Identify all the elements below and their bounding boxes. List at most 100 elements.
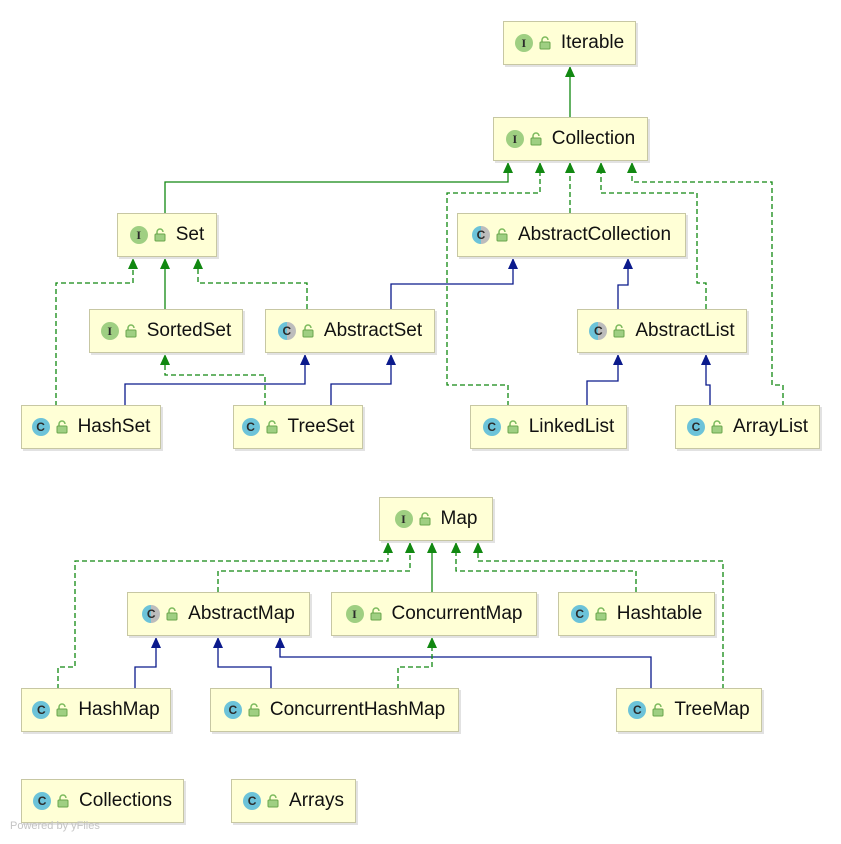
arrowhead — [565, 66, 575, 77]
node-set[interactable]: I Set — [117, 213, 217, 257]
node-label: ArrayList — [733, 416, 808, 437]
edge-set-collection — [164, 162, 509, 213]
node-label: SortedSet — [146, 320, 232, 341]
class-icon: C — [241, 418, 260, 436]
arrowhead — [427, 542, 437, 553]
edge-abstractmap-map — [217, 542, 411, 592]
arrowhead — [627, 162, 637, 173]
edge-arraylist-collection — [631, 162, 784, 406]
arrowhead — [386, 354, 396, 365]
public-lock-icon — [370, 607, 382, 621]
node-hashset[interactable]: C HashSet — [21, 405, 161, 449]
node-concurrenthashmap[interactable]: C ConcurrentHashMap — [210, 688, 459, 732]
public-lock-icon — [496, 228, 508, 242]
node-label: Collection — [551, 128, 636, 149]
public-lock-icon — [248, 703, 260, 717]
node-label: LinkedList — [528, 416, 615, 437]
abstract-class-icon: C — [142, 605, 161, 623]
class-icon: C — [31, 418, 50, 436]
node-label: ConcurrentMap — [391, 603, 523, 624]
interface-icon: I — [345, 605, 364, 623]
public-lock-icon — [154, 228, 166, 242]
interface-icon: I — [514, 34, 533, 52]
edge-hashmap-abstractmap — [134, 637, 157, 689]
public-lock-icon — [56, 420, 68, 434]
arrowhead — [565, 162, 575, 173]
node-label: Set — [175, 224, 205, 245]
footer-credit: Powered by yFiles — [10, 820, 100, 832]
node-label: Map — [440, 508, 478, 529]
arrowhead — [160, 354, 170, 365]
arrowhead — [405, 542, 415, 553]
interface-icon: I — [129, 226, 148, 244]
public-lock-icon — [125, 324, 137, 338]
edge-abstractset-abstractcollection — [390, 258, 514, 309]
node-label: TreeMap — [674, 699, 750, 720]
abstract-class-icon: C — [471, 226, 490, 244]
interface-icon: I — [100, 322, 119, 340]
public-lock-icon — [530, 132, 542, 146]
node-abstractmap[interactable]: C AbstractMap — [127, 592, 310, 636]
edge-treemap-abstractmap — [279, 637, 652, 689]
public-lock-icon — [595, 607, 607, 621]
edge-treeset-sortedset — [164, 354, 266, 406]
node-label: AbstractMap — [188, 603, 295, 624]
public-lock-icon — [711, 420, 723, 434]
arrowhead — [623, 258, 633, 269]
node-sortedset[interactable]: I SortedSet — [89, 309, 243, 353]
arrowhead — [535, 162, 545, 173]
public-lock-icon — [652, 703, 664, 717]
arrowhead — [193, 258, 203, 269]
node-linkedlist[interactable]: C LinkedList — [470, 405, 627, 449]
arrowhead — [383, 542, 393, 553]
class-icon: C — [32, 701, 51, 719]
edge-abstractset-set — [197, 258, 308, 309]
edge-arraylist-abstractlist — [705, 354, 711, 406]
class-icon: C — [482, 418, 501, 436]
arrowhead — [508, 258, 518, 269]
arrowhead — [701, 354, 711, 365]
edge-concurrenthashmap-concurrentmap — [397, 637, 433, 689]
node-label: Hashtable — [616, 603, 703, 624]
node-label: AbstractList — [635, 320, 735, 341]
arrowhead — [213, 637, 223, 648]
node-label: ConcurrentHashMap — [269, 699, 446, 720]
node-label: AbstractSet — [323, 320, 423, 341]
arrowhead — [427, 637, 437, 648]
public-lock-icon — [302, 324, 314, 338]
class-icon: C — [223, 701, 242, 719]
arrowhead — [160, 258, 170, 269]
public-lock-icon — [266, 420, 278, 434]
public-lock-icon — [613, 324, 625, 338]
node-concurrentmap[interactable]: I ConcurrentMap — [331, 592, 537, 636]
edge-abstractlist-abstractcollection — [617, 258, 629, 309]
arrowhead — [275, 637, 285, 648]
node-label: HashMap — [78, 699, 160, 720]
class-icon: C — [33, 792, 52, 810]
edge-abstractlist-collection — [600, 162, 707, 309]
class-icon: C — [243, 792, 262, 810]
edge-hashmap-map — [57, 542, 389, 689]
public-lock-icon — [267, 794, 279, 808]
node-label: HashSet — [77, 416, 151, 437]
edge-linkedlist-collection — [446, 162, 541, 406]
arrowhead — [596, 162, 606, 173]
arrowhead — [151, 637, 161, 648]
arrowhead — [503, 162, 513, 173]
edge-hashtable-map — [455, 542, 637, 592]
public-lock-icon — [507, 420, 519, 434]
node-hashmap[interactable]: C HashMap — [21, 688, 171, 732]
node-arraylist[interactable]: C ArrayList — [675, 405, 820, 449]
class-icon: C — [687, 418, 706, 436]
